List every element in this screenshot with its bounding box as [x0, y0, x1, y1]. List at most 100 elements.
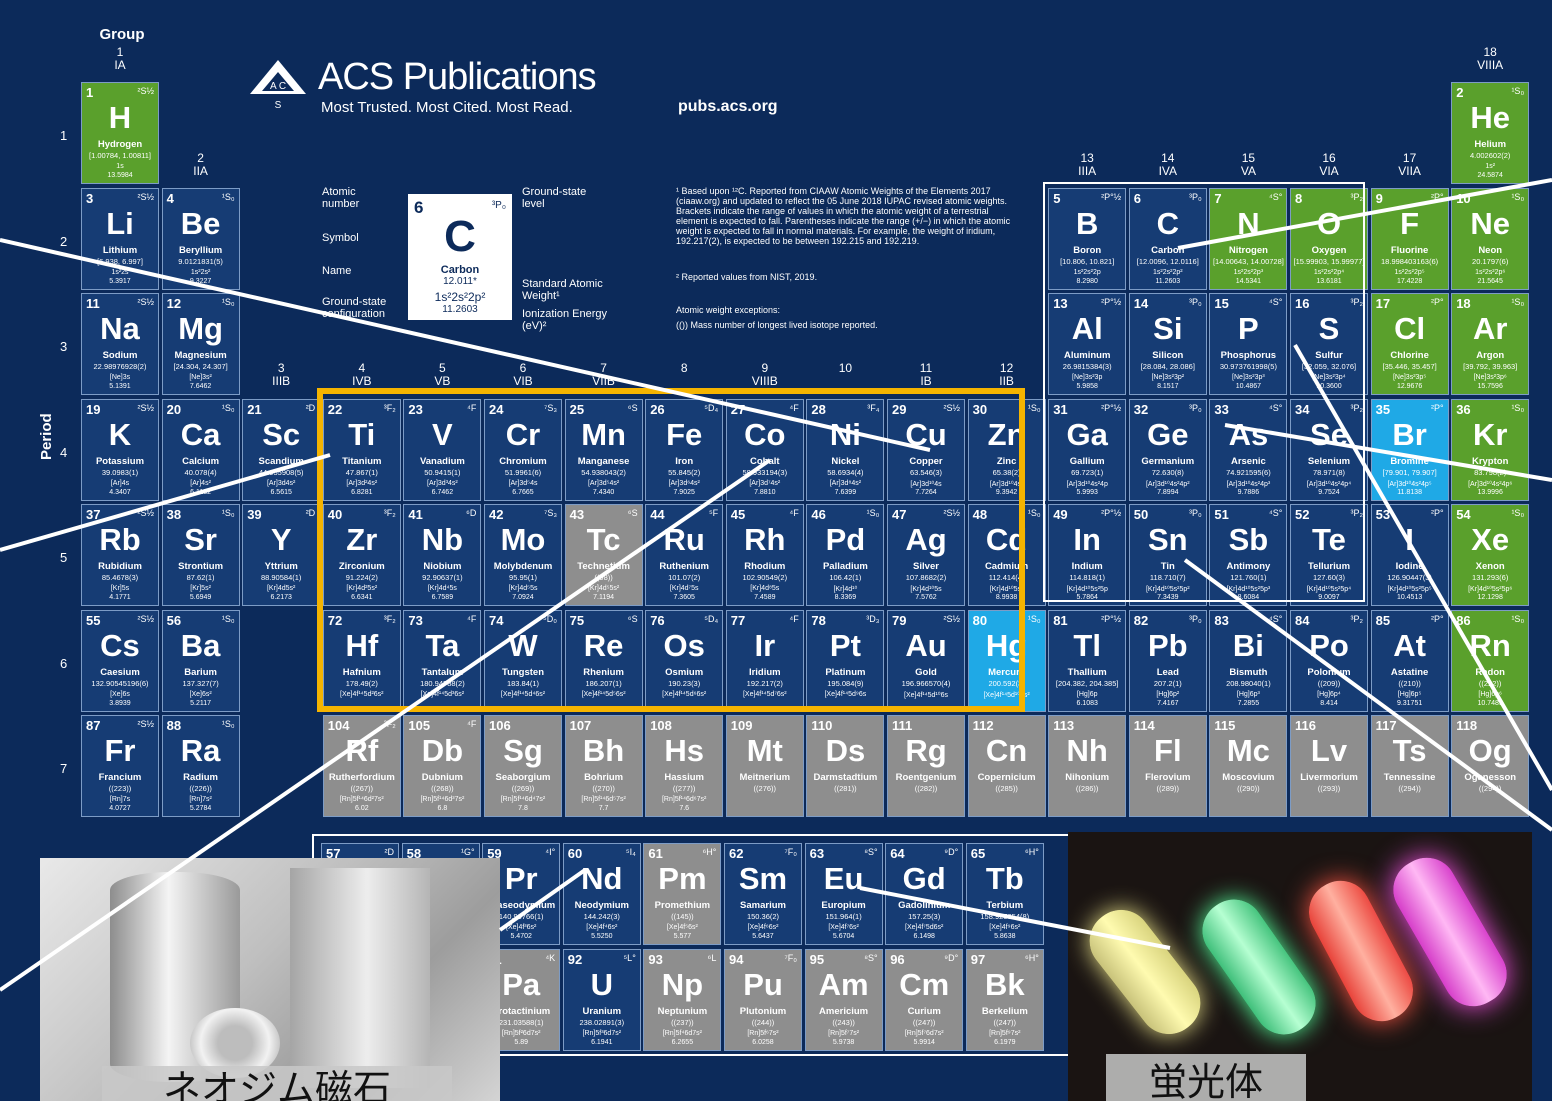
element-atomic-number: 104: [327, 718, 350, 733]
element-atomic-number: 47: [892, 507, 907, 522]
element-weight: 102.90549(2): [742, 573, 788, 582]
element-ionization: 6.1941: [591, 1038, 613, 1046]
element-config: [Ar]3d³4s²: [427, 479, 458, 487]
element-ground-state: ³F₂: [383, 402, 396, 413]
element-ground-state: ⁴S°: [1268, 508, 1283, 518]
period-number-2: 2: [60, 233, 68, 249]
element-config: [Kr]4d¹⁰5s: [910, 586, 942, 593]
site-url[interactable]: pubs.acs.org: [678, 98, 778, 115]
element-weight: 150.36(2): [746, 912, 780, 921]
element-ground-state: ³P₀: [1189, 613, 1202, 624]
element-weight: 92.90637(1): [422, 573, 463, 582]
element-ground-state: ²P°½: [1101, 613, 1122, 624]
